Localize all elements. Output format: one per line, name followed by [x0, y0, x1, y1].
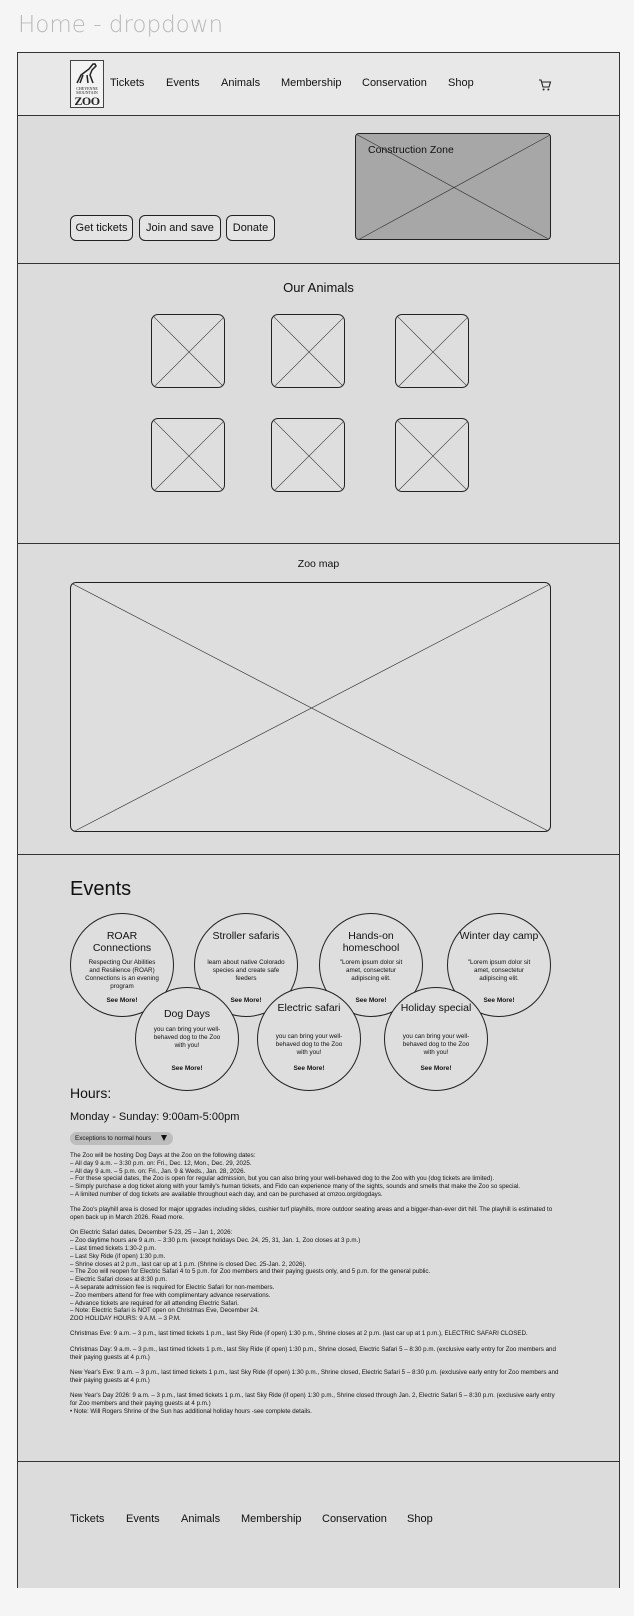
footer-nav-animals[interactable]: Animals: [181, 1513, 221, 1525]
note-line: The Zoo will be hosting Dog Days at the …: [70, 1152, 256, 1159]
event-description: "Lorem ipsum dolor sit amet, consectetur…: [467, 959, 531, 982]
note-line: – Zoo daytime hours are 9 a.m. – 3:30 p.…: [70, 1237, 361, 1245]
event-description: "Lorem ipsum dolor sit amet, consectetur…: [339, 959, 403, 982]
note-paragraph: Christmas Day: 9 a.m. – 3 p.m., last tim…: [70, 1345, 556, 1361]
site-header: CHEYENNE MOUNTAIN ZOO Tickets Events Ani…: [18, 53, 619, 116]
animal-thumbnail[interactable]: [151, 418, 225, 492]
note-line: – For these special dates, the Zoo is op…: [70, 1175, 495, 1183]
see-more-link[interactable]: See More!: [230, 997, 262, 1004]
join-and-save-button[interactable]: Join and save: [139, 215, 221, 241]
zoo-map-placeholder[interactable]: [70, 582, 551, 832]
footer-nav-shop[interactable]: Shop: [407, 1513, 433, 1525]
note-line: ZOO HOLIDAY HOURS: 9 A.M. – 3 P.M.: [70, 1315, 181, 1323]
wireframe-frame: CHEYENNE MOUNTAIN ZOO Tickets Events Ani…: [17, 52, 620, 1588]
note-line: – The Zoo will reopen for Electric Safar…: [70, 1268, 431, 1276]
logo-text-line3: ZOO: [74, 94, 100, 108]
footer-nav-conservation[interactable]: Conservation: [322, 1513, 387, 1525]
see-more-link[interactable]: See More!: [483, 997, 515, 1004]
footer-nav-events[interactable]: Events: [126, 1513, 160, 1525]
animal-thumbnail[interactable]: [151, 314, 225, 388]
note-line: – Shrine closes at 2 p.m., last car up a…: [70, 1260, 307, 1268]
construction-zone-label: Construction Zone: [368, 144, 454, 156]
note-line: – All day 9 a.m. – 5 p.m. on: Fri., Jan.…: [70, 1167, 246, 1175]
note-paragraph: New Year's Eve: 9 a.m. – 3 p.m., last ti…: [70, 1368, 559, 1384]
footer-nav-membership[interactable]: Membership: [241, 1513, 302, 1525]
event-card-winter-day-camp[interactable]: Winter day camp "Lorem ipsum dolor sit a…: [447, 913, 551, 1017]
event-title: Electric safari: [277, 1002, 341, 1014]
giraffe-icon: [76, 63, 97, 84]
hero-section: Get tickets Join and save Donate Constru…: [18, 116, 619, 264]
note-line: – Advance tickets are required for all a…: [70, 1299, 239, 1307]
note-line: • Note: Will Rogers Shrine of the Sun ha…: [70, 1407, 312, 1415]
note-line: New Year's Day 2026: 9 a.m. – 3 p.m., la…: [70, 1391, 555, 1407]
animal-thumbnail[interactable]: [271, 418, 345, 492]
hours-title: Hours:: [70, 1085, 112, 1101]
image-placeholder-icon: [356, 134, 550, 239]
note-line: – Last timed tickets 1:30-2 p.m.: [70, 1244, 156, 1252]
footer-nav-tickets[interactable]: Tickets: [70, 1513, 105, 1525]
nav-animals[interactable]: Animals: [221, 77, 261, 89]
event-card-holiday-special[interactable]: Holiday special you can bring your well-…: [384, 987, 488, 1091]
animal-thumbnail[interactable]: [395, 418, 469, 492]
page-title: Home - dropdown: [18, 12, 224, 38]
events-title: Events: [70, 878, 132, 900]
site-footer: Tickets Events Animals Membership Conser…: [18, 1462, 619, 1588]
event-title: ROAR Connections: [92, 930, 152, 954]
note-line: – Last Sky Ride (if open) 1:30 p.m.: [70, 1252, 166, 1260]
zoo-logo[interactable]: CHEYENNE MOUNTAIN ZOO: [70, 60, 104, 108]
nav-events[interactable]: Events: [166, 77, 200, 89]
note-line: – Zoo members attend for free with compl…: [70, 1291, 271, 1299]
donate-button[interactable]: Donate: [226, 215, 275, 241]
event-description: you can bring your well-behaved dog to t…: [153, 1026, 221, 1049]
our-animals-title: Our Animals: [283, 280, 354, 295]
event-title: Hands-on homeschool: [342, 930, 400, 954]
event-card-dog-days[interactable]: Dog Days you can bring your well-behaved…: [135, 987, 239, 1091]
exceptions-dropdown-label: Exceptions to normal hours: [75, 1135, 152, 1142]
zoo-map-title: Zoo map: [297, 558, 340, 570]
event-title: Dog Days: [163, 1008, 211, 1020]
zoo-map-section: Zoo map: [18, 544, 619, 855]
note-line: – Note: Electric Safari is NOT open on C…: [70, 1307, 260, 1315]
construction-zone-placeholder: Construction Zone: [355, 133, 551, 240]
see-more-link[interactable]: See More!: [106, 997, 138, 1004]
event-title: Winter day camp: [459, 930, 539, 942]
hours-exceptions-notes: The Zoo will be hosting Dog Days at the …: [70, 1152, 562, 1423]
event-title: Holiday special: [400, 1002, 472, 1014]
note-line: – Simply purchase a dog ticket along wit…: [70, 1183, 521, 1191]
note-line: – All day 9 a.m. – 3:30 p.m. on: Fri., D…: [70, 1159, 252, 1167]
note-line: – A separate admission fee is required f…: [70, 1283, 275, 1291]
see-more-link[interactable]: See More!: [355, 997, 387, 1004]
see-more-link[interactable]: See More!: [420, 1065, 452, 1072]
note-line: On Electric Safari dates, December 5-23,…: [70, 1229, 233, 1237]
event-card-electric-safari[interactable]: Electric safari you can bring your well-…: [257, 987, 361, 1091]
cart-icon[interactable]: [538, 78, 552, 92]
image-placeholder-icon: [71, 583, 550, 831]
event-description: you can bring your well-behaved dog to t…: [402, 1033, 470, 1056]
triangle-down-icon: [161, 1135, 167, 1141]
note-paragraph: The Zoo's playhill area is closed for ma…: [70, 1206, 553, 1222]
animal-thumbnail[interactable]: [271, 314, 345, 388]
see-more-link[interactable]: See More!: [171, 1065, 203, 1072]
logo-text-line2: MOUNTAIN: [76, 90, 98, 95]
nav-conservation[interactable]: Conservation: [362, 77, 427, 89]
our-animals-section: Our Animals: [18, 264, 619, 544]
logo-text-line1: CHEYENNE: [76, 86, 98, 91]
see-more-link[interactable]: See More!: [293, 1065, 325, 1072]
nav-membership[interactable]: Membership: [281, 77, 342, 89]
animal-thumbnail[interactable]: [395, 314, 469, 388]
note-line: – A limited number of dog tickets are av…: [70, 1190, 383, 1198]
events-section: Events ROAR Connections Respecting Our A…: [18, 855, 619, 1462]
nav-tickets[interactable]: Tickets: [110, 77, 145, 89]
event-description: Respecting Our Abilities and Resilience …: [85, 959, 159, 990]
get-tickets-button[interactable]: Get tickets: [70, 215, 133, 241]
event-description: learn about native Colorado species and …: [207, 959, 285, 982]
note-line: – Electric Safari closes at 8:30 p.m.: [70, 1276, 167, 1284]
event-description: you can bring your well-behaved dog to t…: [275, 1033, 343, 1056]
exceptions-dropdown[interactable]: Exceptions to normal hours: [70, 1132, 173, 1145]
nav-shop[interactable]: Shop: [448, 77, 474, 89]
hours-text: Monday - Sunday: 9:00am-5:00pm: [70, 1111, 240, 1123]
note-paragraph: Christmas Eve: 9 a.m. – 3 p.m., last tim…: [70, 1330, 528, 1338]
event-title: Stroller safaris: [212, 930, 280, 942]
